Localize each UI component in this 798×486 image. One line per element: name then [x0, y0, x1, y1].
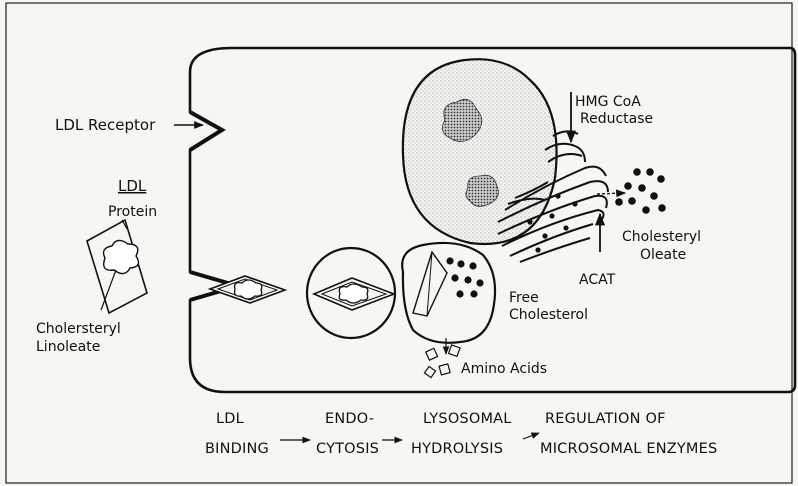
step-lysosomal-line1: LYSOSOMAL	[423, 411, 512, 427]
to-oleate-arrow	[597, 193, 625, 194]
label-cholesteryl-oleate-2: Oleate	[640, 247, 686, 263]
label-acat: ACAT	[579, 272, 616, 288]
nucleolus-lower	[466, 175, 498, 206]
amino-acid-fragments	[424, 345, 460, 378]
step-lysosomal-line2: HYDROLYSIS	[411, 441, 503, 457]
endocytic-vesicle	[307, 248, 395, 338]
receptor-notch-top	[190, 112, 222, 150]
step-endocytosis-line2: CYTOSIS	[316, 441, 379, 457]
cholesteryl-oleate-dots	[615, 168, 666, 214]
step-ldl-binding-line2: BINDING	[205, 441, 269, 457]
step-ldl-binding-line1: LDL	[216, 411, 244, 427]
label-protein: Protein	[108, 204, 157, 220]
step-regulation-line1: REGULATION OF	[545, 411, 666, 427]
nucleus	[403, 59, 557, 244]
label-free-cholesterol-2: Cholesterol	[509, 307, 588, 323]
step-endocytosis-line1: ENDO-	[325, 411, 374, 427]
label-free-cholesterol-1: Free	[509, 290, 539, 306]
label-ldl-receptor: LDL Receptor	[55, 116, 156, 134]
label-cholesteryl-oleate-1: Cholesteryl	[622, 229, 701, 245]
label-hmg-2: Reductase	[580, 111, 653, 127]
lysosome	[402, 243, 495, 354]
step-arrow-3	[523, 433, 539, 439]
label-cholesteryl-linoleate-1: Cholersteryl	[36, 321, 121, 337]
label-amino-acids: Amino Acids	[461, 361, 547, 377]
process-steps: LDL BINDING ENDO- CYTOSIS LYSOSOMAL HYDR…	[205, 411, 717, 457]
label-hmg-1: HMG CoA	[575, 94, 641, 110]
label-ldl: LDL	[118, 177, 147, 195]
step-regulation-line2: MICROSOMAL ENZYMES	[540, 441, 717, 457]
ldl-particle	[87, 220, 147, 313]
label-cholesteryl-linoleate-2: Linoleate	[36, 339, 100, 355]
